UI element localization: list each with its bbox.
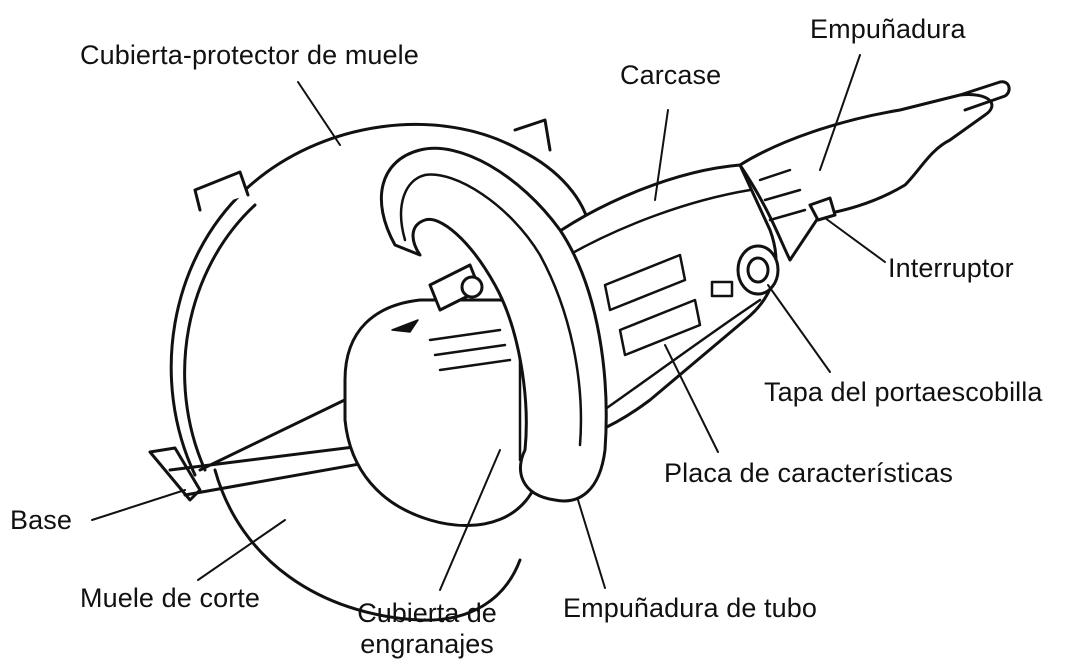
label-switch: Interruptor [888, 253, 1014, 283]
switch-trigger-shape [808, 196, 837, 222]
power-cord [958, 80, 1011, 112]
pipe-handle-inner [399, 173, 583, 447]
rear-handle-shape [738, 93, 994, 262]
label-gear-cover-line1: Cubierta de [357, 598, 497, 628]
gear-housing-arrow [391, 319, 419, 333]
handle-grip-lines [758, 168, 807, 222]
label-wheel-guard: Cubierta-protector de muele [80, 40, 419, 70]
leader-nameplate [664, 344, 719, 453]
nameplate-rect-1 [603, 253, 687, 312]
nameplate-rect-2 [618, 298, 702, 357]
label-base: Base [10, 505, 72, 535]
label-pipe-handle: Empuñadura de tubo [563, 593, 817, 623]
guard-tab-left [193, 170, 250, 212]
label-nameplate: Placa de características [664, 458, 954, 488]
wheel-guard-rim [183, 203, 257, 472]
brush-cap-shape [736, 244, 780, 296]
leader-gear-cover [439, 449, 501, 591]
label-handle: Empuñadura [810, 14, 966, 44]
label-gear-cover-line2: engranajes [360, 629, 494, 659]
label-cut-off-wheel: Muele de corte [80, 583, 260, 613]
guard-tab-right [513, 118, 552, 152]
base-plate-shape [148, 446, 202, 502]
gear-housing-ribs [428, 318, 532, 467]
pipe-handle-shape [379, 146, 608, 503]
label-brush-cap: Tapa del portaescobilla [764, 377, 1043, 407]
side-vent [710, 280, 734, 298]
label-gear-cover: Cubierta de engranajes [322, 598, 532, 660]
leader-housing [654, 109, 669, 201]
leader-base [91, 489, 186, 521]
handle-bolt [460, 275, 484, 299]
cut-off-wheel-shape [213, 468, 522, 622]
leader-brush-cap [767, 284, 831, 373]
brush-cap-slot [746, 256, 770, 284]
leader-pipe-handle [577, 499, 606, 589]
leader-handle [819, 54, 861, 171]
label-housing: Carcase [620, 60, 722, 90]
leader-cut-off-wheel [197, 519, 286, 581]
leader-wheel-guard [297, 81, 341, 146]
leader-switch [824, 217, 886, 263]
